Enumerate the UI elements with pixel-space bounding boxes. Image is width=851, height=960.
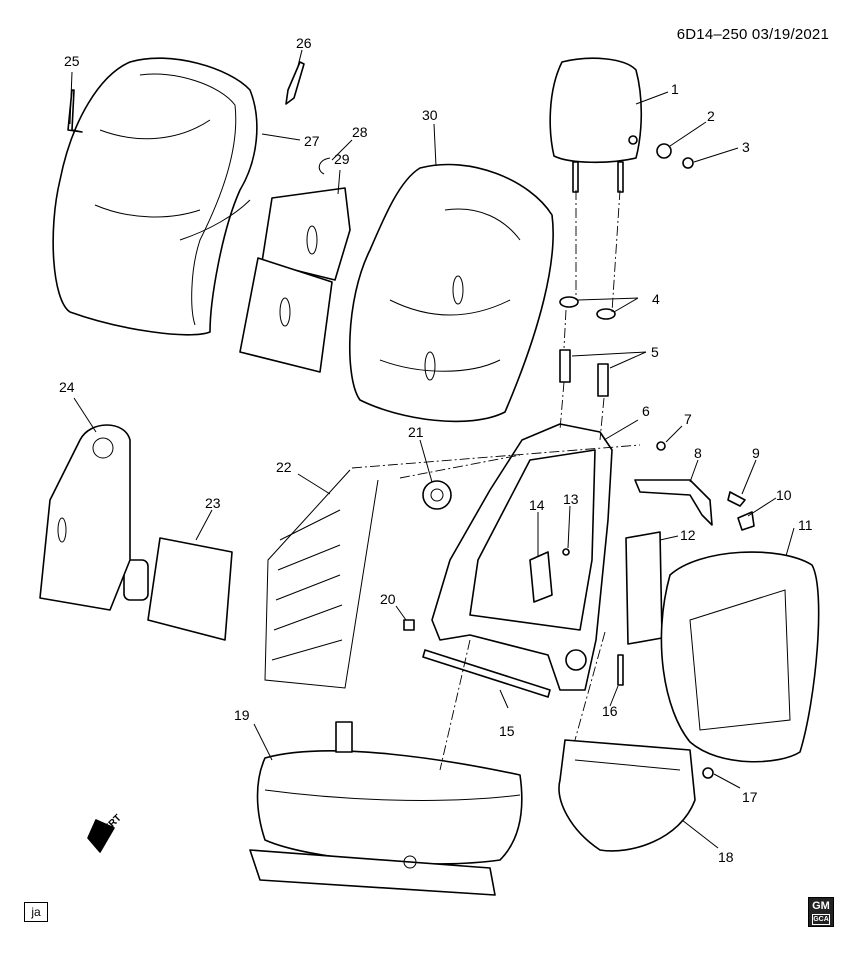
seat-back-frame [431, 423, 613, 691]
trim-strip [422, 649, 551, 698]
headrest-guide-seal-left [559, 296, 579, 308]
headrest-guide-seal-right [596, 308, 616, 320]
fastener-13 [562, 548, 570, 556]
callout-29: 29 [334, 151, 350, 167]
callout-28: 28 [352, 124, 368, 140]
headrest-guide-bezel [656, 143, 672, 159]
callout-21: 21 [408, 424, 424, 440]
callout-19: 19 [234, 707, 250, 723]
frt-label: FRT [102, 813, 124, 835]
lumbar-module [123, 537, 233, 641]
bracket-8 [634, 479, 713, 526]
callout-6: 6 [642, 403, 650, 419]
callout-7: 7 [684, 411, 692, 427]
headrest-guide-left [559, 349, 571, 383]
callout-9: 9 [752, 445, 760, 461]
callout-22: 22 [276, 459, 292, 475]
seat-back-pad [348, 163, 554, 423]
callout-30: 30 [422, 107, 438, 123]
gm-logo: GM GCA [808, 897, 834, 927]
callout-17: 17 [742, 789, 758, 805]
nut-17 [702, 767, 714, 779]
callout-2: 2 [707, 108, 715, 124]
headrest-guide-right [597, 363, 609, 397]
callout-11: 11 [798, 517, 813, 533]
trim-clip [285, 61, 305, 105]
guide-line [351, 444, 641, 469]
diagram-code-date: 6D14–250 03/19/2021 [676, 26, 829, 43]
clip-10 [737, 511, 755, 531]
recliner-actuator [422, 480, 452, 510]
callout-5: 5 [651, 344, 659, 360]
corner-tag: ja [24, 902, 48, 922]
guide-line [599, 397, 605, 441]
callout-4: 4 [652, 291, 660, 307]
bolt-20 [403, 619, 415, 631]
bolt-16 [617, 654, 624, 686]
recliner-motor [529, 551, 553, 603]
callout-27: 27 [304, 133, 320, 149]
callout-3: 3 [742, 139, 750, 155]
bolt-7 [656, 441, 666, 451]
seat-back-panel [660, 551, 820, 763]
gm-logo-text: GM [812, 900, 830, 912]
seat-back-pad-insert [239, 187, 351, 373]
callout-23: 23 [205, 495, 221, 511]
callout-1: 1 [671, 81, 679, 97]
callout-20: 20 [380, 591, 396, 607]
callout-8: 8 [694, 445, 702, 461]
guide-line [439, 639, 471, 771]
callout-25: 25 [64, 53, 80, 69]
guide-line [399, 454, 521, 479]
guide-line [563, 309, 567, 349]
callout-12: 12 [680, 527, 696, 543]
headrest [549, 57, 643, 193]
lumbar-pad [625, 531, 663, 645]
guide-line [574, 631, 606, 741]
callout-26: 26 [296, 35, 312, 51]
callout-24: 24 [59, 379, 75, 395]
callout-labels: 1 2 3 4 5 6 7 8 9 10 11 12 13 14 15 16 1… [59, 35, 813, 865]
seat-back-cover [52, 57, 258, 336]
clip-9 [727, 491, 746, 507]
guide-line [611, 189, 621, 313]
callout-14: 14 [529, 497, 545, 513]
callout-18: 18 [718, 849, 734, 865]
seat-back-suspension-mat [264, 469, 379, 689]
side-support-bracket [39, 424, 131, 611]
hog-ring [318, 157, 331, 175]
gm-logo-subtext: GCA [812, 914, 830, 925]
callout-15: 15 [499, 723, 515, 739]
callout-10: 10 [776, 487, 792, 503]
front-direction-marker: FRT [87, 813, 124, 853]
leader-lines [69, 49, 795, 849]
callout-13: 13 [563, 491, 579, 507]
callout-16: 16 [602, 703, 618, 719]
headrest-guide-nut [682, 157, 694, 169]
rear-trim-panel [558, 739, 696, 852]
seat-cushion [249, 721, 523, 896]
guide-line [559, 381, 565, 431]
